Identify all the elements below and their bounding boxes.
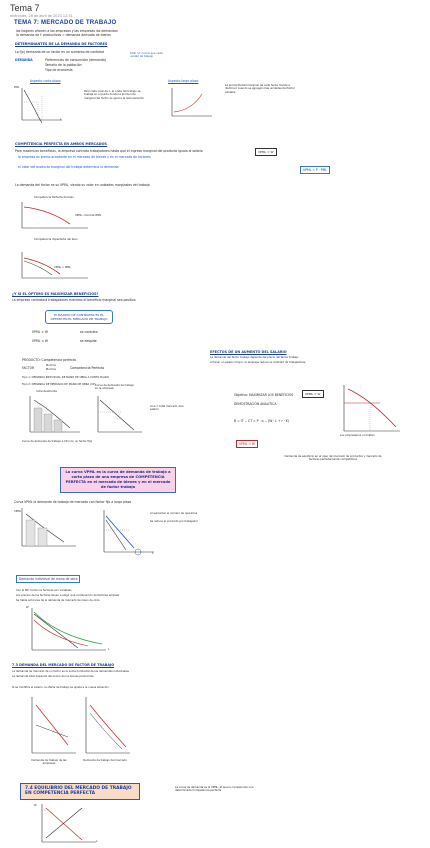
oferta-line-2: La demanda total depende del precio de l… bbox=[12, 675, 94, 678]
cond-2-note: se despide bbox=[80, 339, 97, 343]
market-left-title: Individualmente bbox=[36, 390, 58, 393]
oferta-caption-right: Demanda de trabajo del mercado bbox=[83, 759, 127, 762]
bullet-2: la demanda de f. productivos = demanda d… bbox=[16, 33, 111, 37]
determinants-item-1: Preferencias de consumidor (demanda) bbox=[45, 58, 107, 62]
lp-note-2: Se reduce el producto por trabajador bbox=[150, 520, 198, 523]
factor-table-result: Competencia Perfecto bbox=[70, 366, 105, 370]
cond-2: VPML < W bbox=[32, 339, 48, 343]
competencia-bullet-1: la empresa es precio-aceptante en el mer… bbox=[18, 155, 151, 159]
equilibrio-chart bbox=[41, 804, 96, 843]
oferta-line-1: La demanda de mercado de un factor es la… bbox=[12, 670, 129, 673]
right-line-2: Al tener un salario mayor, la empresa re… bbox=[210, 361, 306, 364]
tipo-1: Tipo 1: DEMANDA INDIVIDUAL DE MANO DE OB… bbox=[22, 376, 109, 379]
oferta-chart-left bbox=[31, 697, 76, 754]
factor-table-row-label: FACTOR bbox=[22, 366, 35, 370]
short-run-chart bbox=[21, 88, 62, 124]
long-run-label: Aspecto largo plazo bbox=[168, 79, 199, 83]
tipo-2: Tipo 2: DEMANDA DE MERCADO DE MANO DE OB… bbox=[22, 383, 96, 386]
optimum-heading: ¿Y SI EL ÓPTIMO ES MAXIMIZAR BENEFICIOS? bbox=[12, 292, 99, 296]
short-run-text: Para cada nivel de L, el coste del traba… bbox=[84, 90, 145, 100]
equilibrio-axis-y: W bbox=[34, 804, 37, 807]
short-run-axis-x: L bbox=[60, 118, 62, 121]
determinants-item-3: Tipo de economía bbox=[45, 68, 73, 72]
mercado-line-3: Se habla entonces de la demanda de merca… bbox=[16, 599, 100, 602]
pink-definition-box: La curva VPML es la curva de demanda de … bbox=[60, 467, 176, 493]
lp-note-1: Al aumentar el número de operarios bbox=[150, 512, 198, 515]
mercado-box: Demanda individual de mano de obra bbox=[16, 575, 81, 583]
right-line-1: La demanda del factor trabajo depende de… bbox=[210, 356, 299, 359]
condition-box: VPML = W bbox=[236, 440, 258, 448]
bullet-1: los hogares ofrecen a las empresas y las… bbox=[16, 29, 118, 33]
determinants-factor-label: DEMANDA bbox=[15, 58, 33, 62]
objetivo-label: Objetivo: MAXIMIZAR LOS BENEFICIOS bbox=[234, 393, 294, 397]
market-left-chart bbox=[29, 396, 80, 433]
page-title: Tema 7 bbox=[10, 3, 40, 13]
section-title: TEMA 7: MERCADO DE TRABAJO bbox=[14, 20, 117, 26]
lp-chart-left bbox=[21, 508, 76, 547]
curve-caption-2: Competencia Imperfecta del bien bbox=[34, 238, 78, 241]
oferta-chart-right bbox=[85, 697, 130, 754]
oferta-caption-left: Demanda de trabajo de las empresas bbox=[31, 759, 67, 766]
equilibrio-heading-box: 7.4 EQUILIBRIO DEL MERCADO DE TRABAJO EN… bbox=[20, 783, 140, 800]
factor-table-opt-2: Muchos bbox=[46, 368, 56, 371]
mercado-chart bbox=[31, 608, 106, 651]
formula-box: VPML = W bbox=[255, 148, 277, 156]
cond-1: VPML > W bbox=[32, 330, 48, 334]
factor-table-header: PRODUCTO: Competencia perfecta bbox=[22, 358, 76, 362]
determinants-item-2: Tamaño de la población bbox=[45, 63, 82, 67]
determinants-heading: DETERMINANTES DE LA DEMANDA DE FACTORES bbox=[15, 42, 108, 46]
lp-axis-x: L bbox=[152, 552, 154, 555]
lp-axis-y: VPML bbox=[14, 510, 22, 513]
equilibrio-axis-x: L bbox=[96, 840, 98, 843]
right-demand-chart bbox=[343, 385, 400, 432]
right-caption: Demanda de equilibrio en el caso del mer… bbox=[284, 455, 382, 462]
competencia-demand-line: La demanda del factor es su VPML, siendo… bbox=[15, 183, 150, 187]
page-meta: miércoles, 26 de abril de 2023 12:31 bbox=[10, 14, 73, 18]
equilibrio-note: La curva de demanda es la VPML, al que l… bbox=[175, 786, 254, 793]
curve-label-perfect: VPML, coincide IPML bbox=[75, 214, 102, 217]
oferta-heading: 7.3 DEMANDA DEL MERCADO DE FACTOR DE TRA… bbox=[12, 663, 115, 667]
right-heading: EFECTOS DE UN AUMENTO DEL SALARIO bbox=[210, 350, 287, 354]
curve-chart-1 bbox=[21, 202, 88, 229]
mercado-axis-y: W bbox=[26, 606, 29, 609]
mercado-line-1: Con el MP, todos los factores son variab… bbox=[16, 589, 72, 592]
curve-caption-1: Competencia Perfecta del bien bbox=[34, 196, 74, 199]
oferta-point-line: Si se modifica el salario, la oferta de … bbox=[12, 686, 109, 689]
cond-1-note: se contrata bbox=[80, 330, 98, 334]
profit-formula: B = IT − CT = P · q − (W · L + r · K) bbox=[234, 419, 289, 423]
competencia-line: Para maximizar beneficios, la empresa co… bbox=[15, 149, 203, 153]
lp-line: Curva VPML la demanda de trabajo de merc… bbox=[14, 500, 132, 504]
mercado-line-2: Los precios de los factores llevan a ele… bbox=[16, 594, 120, 597]
determinants-side-note: total "a" ocurre que cada unidad de trab… bbox=[130, 52, 163, 59]
market-right-note: Al w = total mercado dice salario bbox=[150, 405, 184, 412]
factor-table-opt-1: Muchos bbox=[46, 364, 56, 367]
competencia-bullet-2: el valor del producto marginal del traba… bbox=[18, 165, 119, 169]
optimum-box: El MÁXIMO DE CONTRATAR ES EL ÓPTIMO EN E… bbox=[45, 310, 113, 324]
market-right-chart bbox=[97, 396, 142, 433]
long-run-chart bbox=[171, 88, 212, 117]
market-right-title: Curva de demanda de trabajo en la empres… bbox=[95, 384, 134, 391]
derivada-label: DEMOSTRACIÓN ANALÍTICA bbox=[234, 402, 277, 406]
competencia-heading: COMPETENCIA PERFECTA EN AMBOS MERCADOS bbox=[15, 142, 107, 146]
mercado-axis-x: L bbox=[108, 648, 110, 651]
curve-chart-2 bbox=[21, 252, 88, 279]
formula-box-2: VPML = P · PML bbox=[300, 166, 331, 174]
short-run-label: Aspecto corto plazo bbox=[30, 79, 61, 83]
curve-label-imperfect: VPML > IPML bbox=[54, 266, 71, 269]
market-caption: Curva de demanda de trabajo a CP (con un… bbox=[22, 440, 93, 443]
optimum-line: La empresa contratará trabajadores mient… bbox=[12, 298, 136, 302]
long-run-text: La productividad marginal de cada factor… bbox=[225, 84, 295, 94]
determinants-line: La f(x) demanda de un factor es un aumen… bbox=[15, 50, 104, 54]
right-box-1: VPML = W bbox=[302, 390, 324, 398]
right-axis-note: Los empresarios contratan bbox=[340, 434, 375, 437]
lp-chart-right bbox=[103, 510, 154, 556]
short-run-axis-y: PML bbox=[14, 86, 20, 89]
